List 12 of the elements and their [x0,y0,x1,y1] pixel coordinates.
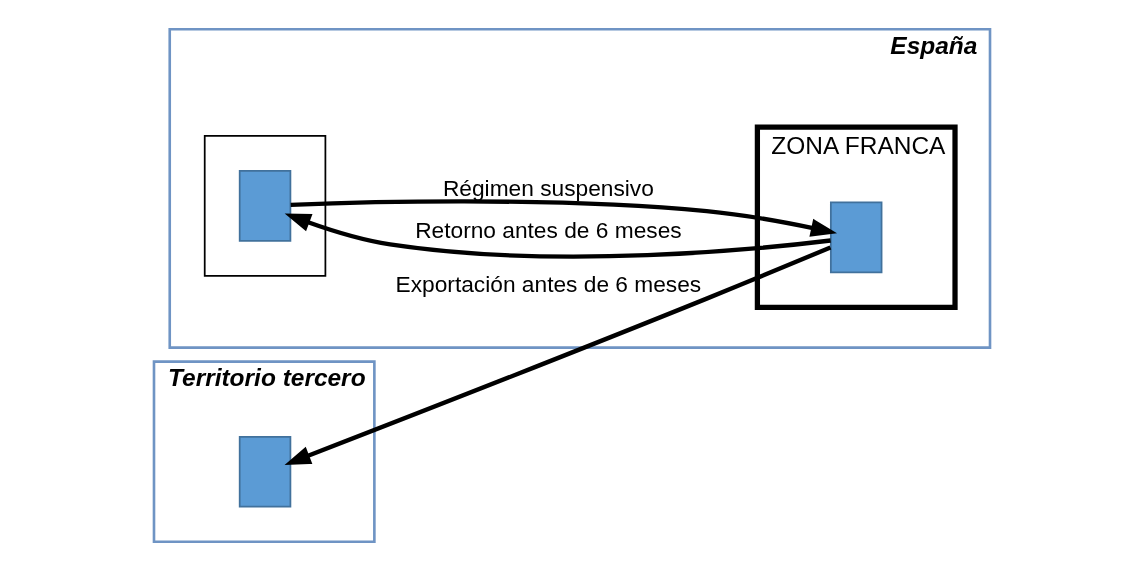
edge-label: Exportación antes de 6 meses [395,271,701,298]
node-box [238,170,291,242]
edge-label: Retorno antes de 6 meses [414,217,682,244]
arrow [290,199,837,237]
node-box [829,201,882,274]
edge-label: Régimen suspensivo [442,175,654,202]
arrow [284,245,831,465]
cluster: Territorio tercero [152,360,376,544]
cluster: ZONA FRANCA [754,124,958,310]
arrow [284,213,831,259]
node-box [238,435,291,508]
cluster [203,135,326,277]
